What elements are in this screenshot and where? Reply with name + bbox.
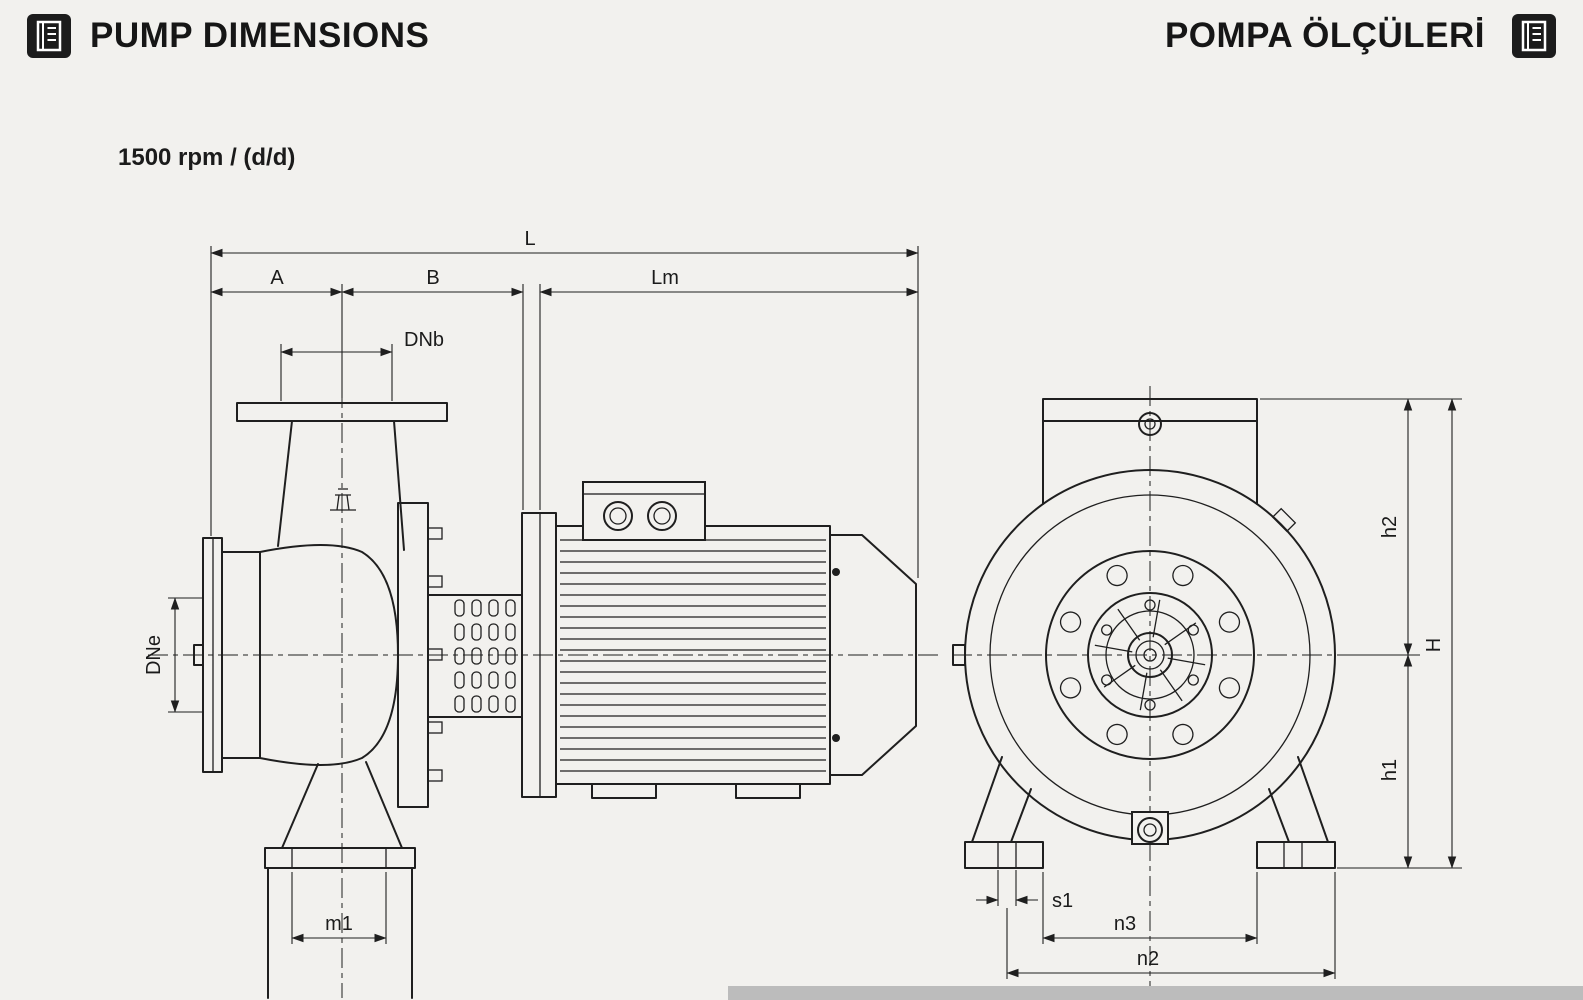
label-DNb: DNb: [404, 329, 444, 351]
dim-m1: m1: [291, 872, 387, 944]
bottom-accent-bar: [728, 986, 1583, 1000]
page-title-tr: POMPA ÖLÇÜLERİ: [1164, 16, 1485, 55]
dim-h2: h2: [1379, 398, 1413, 656]
side-boss: [952, 644, 966, 666]
drain-boss: [1131, 811, 1169, 845]
label-h2: h2: [1379, 516, 1401, 538]
bearing-flange-circle: [1045, 550, 1255, 760]
discharge-pipe: [277, 420, 405, 551]
pump-front-view: [952, 398, 1336, 869]
shaft-hub: [1127, 632, 1173, 678]
label-n2: n2: [1137, 948, 1159, 970]
front-discharge-flange: [1042, 398, 1258, 436]
label-m1: m1: [325, 913, 353, 935]
dim-A-B-Lm: A B Lm: [210, 267, 919, 510]
dim-h1: h1: [1379, 654, 1413, 869]
dim-H: H: [1423, 398, 1457, 869]
dimensions-front-view: h2 h1 H s1 n3: [976, 398, 1462, 979]
dim-n2: n2: [1006, 872, 1336, 979]
seal-housing: [1087, 592, 1213, 718]
front-feet: [964, 756, 1336, 869]
terminal-box: [582, 481, 706, 541]
dim-n3: n3: [1042, 872, 1258, 944]
dim-DNe: DNe: [143, 597, 204, 713]
fan-cover: [829, 534, 917, 776]
centerlines: [148, 386, 1360, 998]
label-n3: n3: [1114, 913, 1136, 935]
label-H: H: [1423, 638, 1445, 652]
label-DNe: DNe: [143, 635, 165, 675]
label-A: A: [270, 267, 284, 289]
dimensions-side-view: L A B Lm DNb DNe: [143, 228, 919, 944]
label-h1: h1: [1379, 759, 1401, 781]
lantern-vent-grid: [427, 594, 523, 718]
label-L: L: [524, 228, 535, 250]
book-icon: [1512, 14, 1556, 58]
impeller-spokes: [1094, 599, 1206, 711]
pump-foot: [264, 761, 416, 999]
vent-plug-icon: [330, 488, 356, 511]
label-Lm: Lm: [651, 267, 679, 289]
pump-side-view: [193, 402, 917, 999]
motor-feet: [591, 783, 801, 799]
casing-plug: [1271, 507, 1297, 533]
label-s1: s1: [1052, 890, 1073, 912]
dim-DNb: DNb: [280, 329, 444, 401]
discharge-flange: [236, 402, 448, 422]
dim-s1: s1: [976, 870, 1073, 912]
book-icon: [27, 14, 71, 58]
casing-back-flange: [397, 502, 443, 808]
speed-subtitle: 1500 rpm / (d/d): [118, 144, 296, 171]
page-title-en: PUMP DIMENSIONS: [90, 16, 430, 55]
label-B: B: [426, 267, 439, 289]
